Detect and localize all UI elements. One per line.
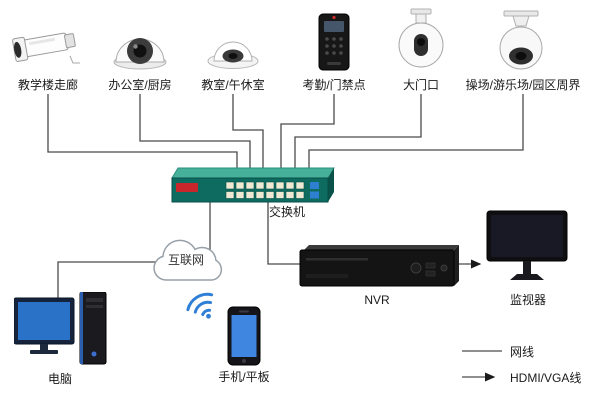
wire-switch-to-nvr	[267, 198, 305, 265]
label-monitor: 监视器	[509, 293, 547, 307]
label-access-control: 考勤/门禁点	[302, 78, 366, 92]
turret-camera-icon	[112, 22, 168, 75]
wire-bullet-to-switch	[47, 94, 238, 175]
label-switch: 交换机	[268, 205, 306, 219]
speed-dome-camera-icon	[498, 10, 548, 77]
internet-cloud-icon	[140, 234, 232, 295]
label-internet: 互联网	[167, 253, 205, 267]
label-ptz-camera: 大门口	[402, 78, 440, 92]
network-switch-icon	[170, 164, 338, 211]
phone-icon	[226, 306, 262, 371]
ptz-camera-icon	[394, 8, 448, 75]
wire-access-to-switch	[280, 94, 335, 175]
wire-turret-to-switch	[139, 94, 251, 175]
monitor-icon	[486, 210, 570, 293]
wifi-icon	[184, 283, 224, 328]
label-speed-dome-camera: 操场/游乐场/园区周界	[465, 78, 581, 92]
legend-label-hdmi-vga-cable: HDMI/VGA线	[510, 371, 582, 385]
label-turret-camera: 办公室/厨房	[108, 78, 172, 92]
label-computer: 电脑	[47, 372, 73, 386]
label-bullet-camera: 教学楼走廊	[17, 78, 79, 92]
computer-icon	[13, 291, 108, 375]
label-mobile: 手机/平板	[218, 370, 270, 384]
wire-minidome-to-switch	[232, 94, 264, 175]
mini-dome-camera-icon	[206, 28, 260, 75]
nvr-icon	[298, 244, 460, 293]
wire-speeddome-to-switch	[308, 94, 524, 175]
wire-cloud-to-computer	[57, 261, 175, 300]
bullet-camera-icon	[8, 20, 88, 73]
label-mini-dome-camera: 教室/午休室	[201, 78, 265, 92]
wire-ptz-to-switch	[294, 94, 422, 175]
label-nvr: NVR	[364, 293, 390, 307]
legend-label-network-cable: 网线	[510, 345, 535, 359]
access-control-icon	[317, 12, 351, 77]
